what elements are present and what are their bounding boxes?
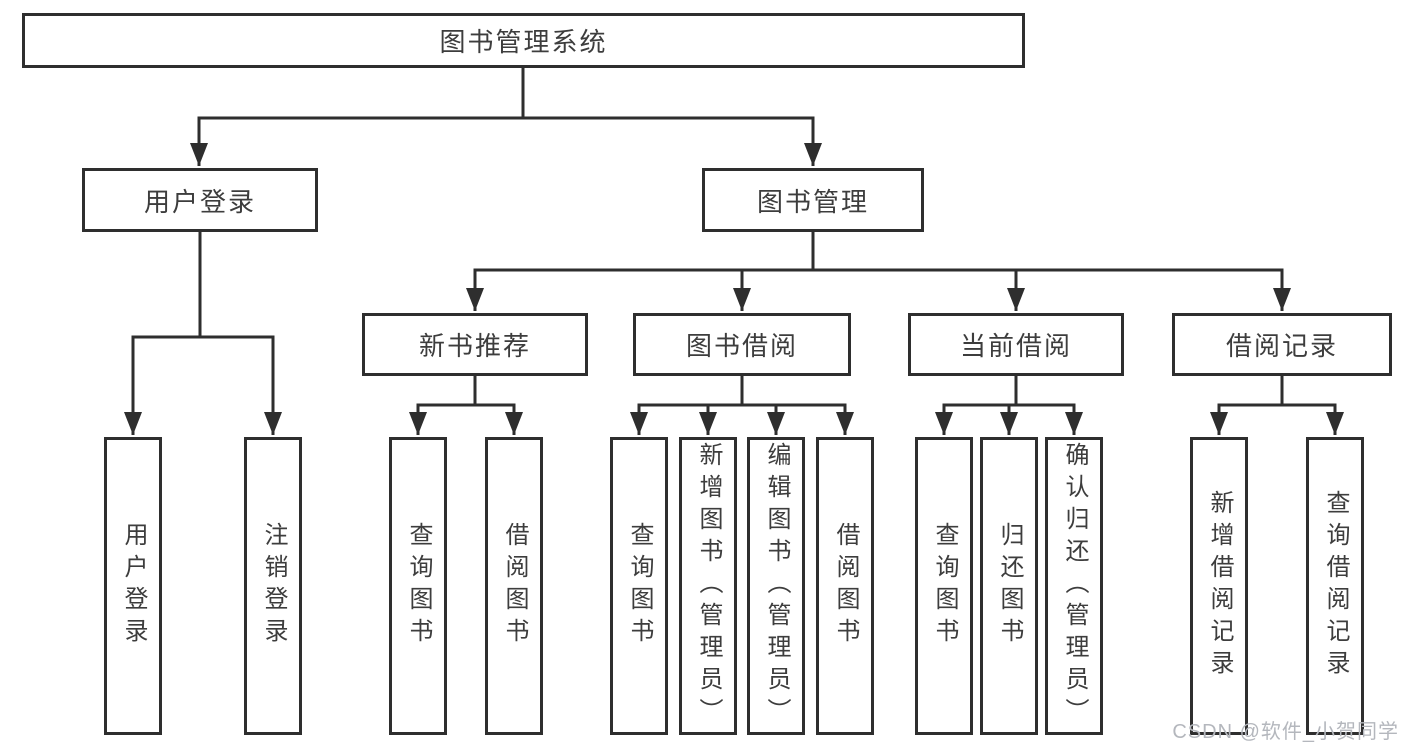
node-book-borrowing: 图书借阅 xyxy=(633,313,851,376)
node-current-borrowing-label: 当前借阅 xyxy=(959,331,1072,361)
leaf-current-query-books: 查询图书 xyxy=(915,437,973,735)
leaf-current-query-books-label: 查询图书 xyxy=(931,522,958,650)
node-book-management-label: 图书管理 xyxy=(756,186,869,217)
leaf-records-add-record: 新增借阅记录 xyxy=(1190,437,1248,735)
leaf-current-confirm-return-admin-label: 确认归还（管理员） xyxy=(1061,442,1088,730)
leaf-newbook-query-books-label: 查询图书 xyxy=(405,522,432,650)
node-borrowing-records: 借阅记录 xyxy=(1172,313,1392,376)
leaf-borrowing-add-books-admin-label: 新增图书（管理员） xyxy=(695,442,722,730)
node-book-borrowing-label: 图书借阅 xyxy=(685,331,798,361)
leaf-logout-login-label: 注销登录 xyxy=(260,522,287,650)
leaf-newbook-query-books: 查询图书 xyxy=(389,437,447,735)
leaf-user-login: 用户登录 xyxy=(104,437,162,735)
node-library-management-system: 图书管理系统 xyxy=(22,13,1025,68)
watermark-text: CSDN @软件_小贺同学 xyxy=(1172,721,1399,743)
leaf-current-return-books-label: 归还图书 xyxy=(996,522,1023,650)
leaf-borrowing-add-books-admin: 新增图书（管理员） xyxy=(679,437,737,735)
leaf-current-confirm-return-admin: 确认归还（管理员） xyxy=(1045,437,1103,735)
leaf-newbook-borrow-books: 借阅图书 xyxy=(485,437,543,735)
leaf-records-add-record-label: 新增借阅记录 xyxy=(1206,490,1233,682)
node-new-book-recommend: 新书推荐 xyxy=(362,313,588,376)
node-book-management: 图书管理 xyxy=(702,168,924,232)
node-current-borrowing: 当前借阅 xyxy=(908,313,1124,376)
node-borrowing-records-label: 借阅记录 xyxy=(1225,331,1338,361)
leaf-newbook-borrow-books-label: 借阅图书 xyxy=(501,522,528,650)
node-library-management-system-label: 图书管理系统 xyxy=(439,27,608,57)
leaf-borrowing-edit-books-admin-label: 编辑图书（管理员） xyxy=(763,442,790,730)
node-user-login: 用户登录 xyxy=(82,168,318,232)
node-user-login-label: 用户登录 xyxy=(143,186,256,217)
node-new-book-recommend-label: 新书推荐 xyxy=(418,331,531,361)
leaf-user-login-label: 用户登录 xyxy=(120,522,147,650)
leaf-current-return-books: 归还图书 xyxy=(980,437,1038,735)
leaf-borrowing-borrow-books: 借阅图书 xyxy=(816,437,874,735)
leaf-borrowing-borrow-books-label: 借阅图书 xyxy=(832,522,859,650)
leaf-borrowing-edit-books-admin: 编辑图书（管理员） xyxy=(747,437,805,735)
leaf-records-query-record: 查询借阅记录 xyxy=(1306,437,1364,735)
leaf-logout-login: 注销登录 xyxy=(244,437,302,735)
leaf-borrowing-query-books-label: 查询图书 xyxy=(626,522,653,650)
leaf-borrowing-query-books: 查询图书 xyxy=(610,437,668,735)
leaf-records-query-record-label: 查询借阅记录 xyxy=(1322,490,1349,682)
